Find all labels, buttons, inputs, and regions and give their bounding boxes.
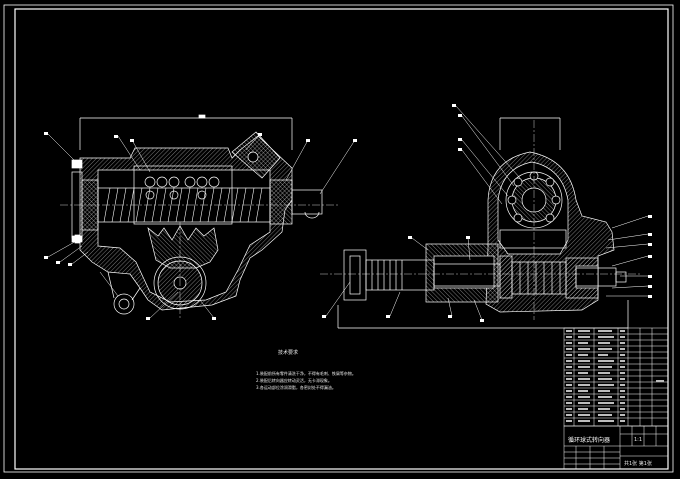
- notes-line-3: 3.各运动部位涂润滑脂，各密封处不得漏油。: [256, 384, 336, 390]
- notes-heading: 技术要求: [278, 349, 298, 356]
- left-balloon-tags: [44, 132, 357, 320]
- title-scale: 1:1: [634, 437, 642, 443]
- inner-frame: [14, 8, 669, 470]
- left-leader-lines: [47, 133, 356, 319]
- right-section-view: [337, 117, 629, 329]
- outer-border: [3, 4, 674, 473]
- right-balloon-tags: [322, 104, 652, 322]
- notes-line-2: 2.装配后转向器应转动灵活，无卡滞现象。: [256, 377, 332, 383]
- title-sheet: 共1张 第1张: [624, 460, 652, 467]
- notes-line-1: 1.装配前所有零件清洗干净，不得有毛刺、铁屑等杂物。: [256, 370, 356, 376]
- parts-list-entries: [566, 330, 664, 422]
- left-section-view: [71, 114, 323, 315]
- right-leader-lines: [325, 105, 649, 321]
- left-centerlines: [60, 204, 340, 320]
- right-centerlines: [320, 120, 640, 320]
- technical-notes: 技术要求 1.装配前所有零件清洗干净，不得有毛刺、铁屑等杂物。 2.装配后转向器…: [256, 349, 356, 390]
- title-product-name: 循环球式转向器: [568, 436, 610, 444]
- title-block: [563, 425, 669, 470]
- parts-list: [563, 327, 669, 427]
